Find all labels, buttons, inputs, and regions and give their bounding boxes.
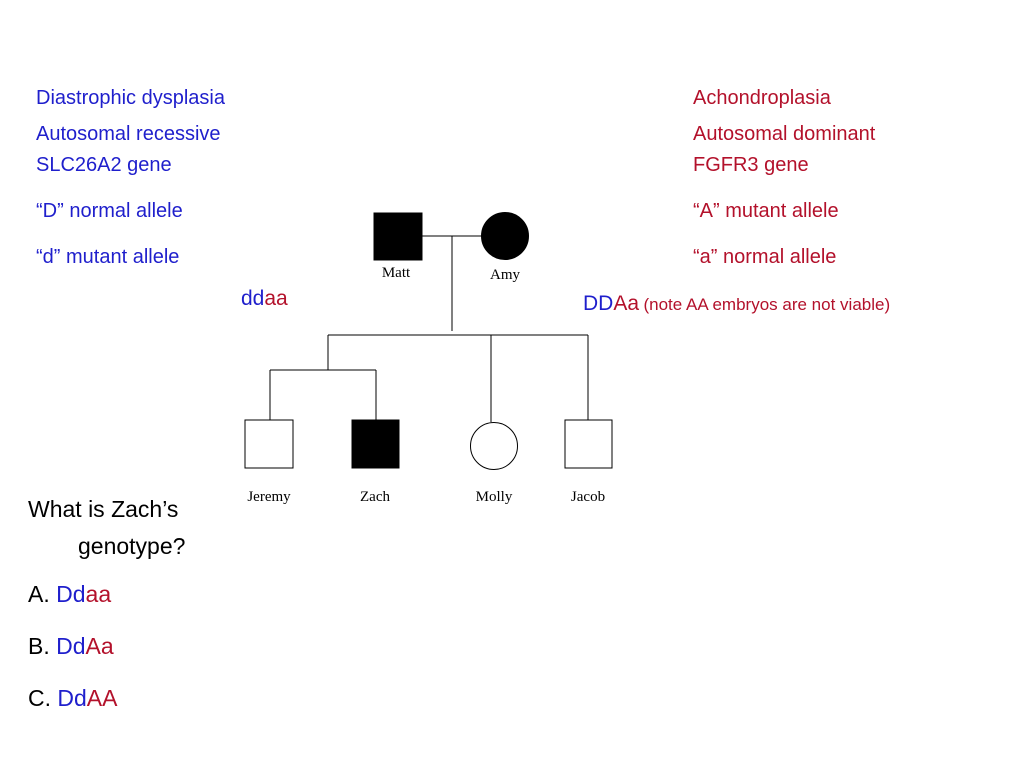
molly-label: Molly [475, 489, 513, 505]
amy-genotype-note: (note AA embryos are not viable) [643, 295, 891, 314]
matt-label: Matt [381, 265, 411, 281]
right-disease-name: Achondroplasia [693, 87, 831, 109]
right-allele-normal: “a” normal allele [693, 246, 837, 268]
option-a-d-part: Dd [56, 581, 86, 607]
left-inheritance: Autosomal recessive [36, 123, 221, 145]
option-a-letter: A. [28, 581, 57, 607]
amy-circle-icon [481, 212, 529, 260]
option-c[interactable]: C. DdAA [28, 685, 117, 712]
option-b[interactable]: B. DdAa [28, 633, 114, 660]
left-allele-mutant: “d” mutant allele [36, 246, 180, 268]
option-a[interactable]: A. Ddaa [28, 581, 111, 608]
left-gene: SLC26A2 gene [36, 154, 172, 176]
matt-square-icon [373, 212, 423, 261]
jacob-square-icon [564, 419, 613, 469]
matt-genotype-a-part: aa [264, 287, 288, 310]
amy-genotype: DDAa (note AA embryos are not viable) [583, 292, 890, 316]
option-c-letter: C. [28, 685, 58, 711]
right-allele-mutant: “A” mutant allele [693, 200, 839, 222]
left-disease-name: Diastrophic dysplasia [36, 87, 225, 109]
right-gene: FGFR3 gene [693, 154, 809, 176]
matt-genotype-d-part: dd [241, 287, 265, 310]
option-b-a-part: Aa [85, 633, 114, 659]
zach-label: Zach [360, 489, 390, 505]
left-allele-normal: “D” normal allele [36, 200, 183, 222]
molly-circle-icon [470, 422, 518, 470]
zach-square-icon [351, 419, 400, 469]
amy-label: Amy [490, 267, 520, 283]
jeremy-label: Jeremy [247, 489, 291, 505]
option-c-d-part: Dd [57, 685, 87, 711]
option-b-letter: B. [28, 633, 57, 659]
option-a-a-part: aa [85, 581, 112, 607]
amy-genotype-d-part: DD [583, 292, 614, 315]
matt-genotype: ddaa [241, 287, 288, 311]
jacob-label: Jacob [570, 489, 606, 505]
amy-genotype-a-part: Aa [613, 292, 640, 315]
option-b-d-part: Dd [56, 633, 86, 659]
option-c-a-part: AA [86, 685, 118, 711]
question-line-1: What is Zach’s [28, 496, 179, 522]
jeremy-square-icon [244, 419, 294, 469]
right-inheritance: Autosomal dominant [693, 123, 876, 145]
question-line-2: genotype? [78, 533, 186, 559]
